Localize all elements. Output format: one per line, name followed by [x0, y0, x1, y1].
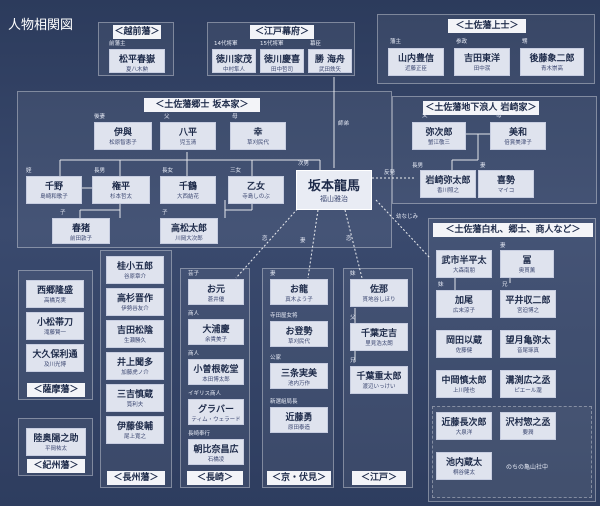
- member-tokugawa-iemochi[interactable]: 徳川家茂 中村隼人: [212, 49, 256, 73]
- member-takechi-hanpeita[interactable]: 武市半平太 大森南朋: [436, 250, 492, 278]
- member-katsura-kogoro[interactable]: 桂小五郎 谷原章介: [106, 256, 164, 284]
- member-sawamura-sonojo[interactable]: 沢村惣之丞 要潤: [500, 412, 556, 440]
- relation-iwasaki: 反発: [384, 170, 396, 176]
- member-kise[interactable]: 喜勢 マイコ: [478, 170, 534, 198]
- member-sana[interactable]: 佐那 貫地谷しほり: [350, 279, 408, 307]
- member-yamauchi-toyoshige[interactable]: 山内豊信 近藤正臣: [388, 48, 444, 76]
- member-ito-shunsuke[interactable]: 伊藤俊輔 尾上寛之: [106, 416, 164, 444]
- member-miyoshi-shinzo[interactable]: 三吉慎蔵 筧利夫: [106, 384, 164, 412]
- group-echizen: ＜越前藩＞ 前藩主 松平春嶽 夏八木勲: [98, 22, 174, 76]
- member-iyo[interactable]: 伊與 松原智恵子: [94, 122, 152, 150]
- member-matsudaira-shungaku[interactable]: 松平春嶽 夏八木勲: [109, 49, 165, 73]
- group-iwasaki-header: ＜土佐藩地下浪人 岩崎家＞: [423, 101, 539, 115]
- member-chino[interactable]: 千野 島崎和歌子: [26, 176, 82, 204]
- member-ike-kurata[interactable]: 池内蔵太 桐谷健太: [436, 452, 492, 480]
- relation-sana: 恋: [346, 236, 352, 242]
- member-miwa[interactable]: 美和 倍賞美津子: [490, 122, 546, 150]
- member-otome[interactable]: 乙女 寺島しのぶ: [228, 176, 284, 204]
- member-hirai-shujiro[interactable]: 平井収二郎 宮迫博之: [500, 290, 556, 318]
- member-takasugi-shinsaku[interactable]: 高杉晋作 伊勢谷友介: [106, 288, 164, 316]
- member-asahina-masahiro[interactable]: 朝比奈昌広 石橋凌: [188, 439, 244, 465]
- relation-kaishu: 師弟: [338, 121, 350, 127]
- member-inoue-monta[interactable]: 井上聞多 加藤虎ノ介: [106, 352, 164, 380]
- member-okubo-toshimichi[interactable]: 大久保利通 及川光博: [26, 344, 84, 372]
- member-oryo[interactable]: お龍 真木よう子: [270, 279, 328, 305]
- group-choshu-header: ＜長州藩＞: [107, 471, 165, 485]
- group-edo-bakufu-header: ＜江戸幕府＞: [250, 25, 314, 39]
- member-saigo-takamori[interactable]: 西郷隆盛 高橋克実: [26, 280, 84, 308]
- member-mizobuchi-hironojo[interactable]: 溝渕広之丞 ピエール瀧: [500, 370, 556, 398]
- member-gonpei[interactable]: 権平 杉本哲太: [92, 176, 150, 204]
- member-otose[interactable]: お登勢 草刈民代: [270, 321, 328, 347]
- kameyama-shachu-note: のちの亀山社中: [506, 464, 549, 471]
- member-takamatsu-taro[interactable]: 高松太郎 川岡大次郎: [160, 218, 218, 244]
- group-satsuma-header: ＜薩摩藩＞: [27, 383, 85, 397]
- member-goto-shojiro[interactable]: 後藤象二郎 青木崇高: [520, 48, 584, 76]
- member-tokugawa-yoshinobu[interactable]: 徳川慶喜 田中哲司: [260, 49, 304, 73]
- member-iwasaki-yataro[interactable]: 岩崎弥太郎 香川照之: [420, 170, 476, 198]
- group-edo-chiba-header: ＜江戸＞: [352, 471, 406, 485]
- relation-omoto: 恋: [262, 236, 268, 242]
- group-nagasaki-header: ＜長崎＞: [187, 471, 243, 485]
- member-ko[interactable]: 幸 草刈民代: [230, 122, 286, 150]
- member-okada-izo[interactable]: 岡田以蔵 佐藤健: [436, 330, 492, 358]
- member-yoshida-toyo[interactable]: 吉田東洋 田中泯: [454, 48, 510, 76]
- member-omoto[interactable]: お元 蒼井優: [188, 279, 244, 305]
- member-haruno[interactable]: 春猪 前田敦子: [52, 218, 110, 244]
- member-nakaoka-shintaro[interactable]: 中岡慎太郎 上川隆也: [436, 370, 492, 398]
- member-yoshida-shoin[interactable]: 吉田松陰 生瀬勝久: [106, 320, 164, 348]
- group-kishu-header: ＜紀州藩＞: [27, 459, 85, 473]
- member-katsu-kaishu[interactable]: 勝 海舟 武田鉄矢: [308, 49, 352, 73]
- member-glover[interactable]: グラバー ティム・ウェラード: [188, 399, 244, 425]
- member-yajiro[interactable]: 弥次郎 蟹江敬三: [412, 122, 466, 150]
- member-oura-kei[interactable]: 大浦慶 余貴美子: [188, 319, 244, 345]
- relation-osananajimi: 幼なじみ: [396, 214, 419, 220]
- member-kosone-kendo[interactable]: 小曽根乾堂 本田博太郎: [188, 359, 244, 385]
- member-chizuru[interactable]: 千鶴 大西結花: [160, 176, 216, 204]
- group-edo-bakufu: ＜江戸幕府＞ 14代将軍 徳川家茂 中村隼人 15代将軍 徳川慶喜 田中哲司 幕…: [207, 22, 355, 76]
- member-chiba-sadakichi[interactable]: 千葉定吉 里見浩太朗: [350, 323, 408, 351]
- group-echizen-header: ＜越前藩＞: [113, 25, 161, 39]
- member-kondo-isami[interactable]: 近藤勇 原田泰造: [270, 407, 328, 433]
- member-komatsu-tatewaki[interactable]: 小松帯刀 滝藤賢一: [26, 312, 84, 340]
- group-tosa-shirafuda-header: ＜土佐藩白札、郷士、商人など＞: [433, 223, 593, 237]
- member-kao[interactable]: 加尾 広末涼子: [436, 290, 492, 318]
- member-chiba-jutaro[interactable]: 千葉重太郎 渡辺いっけい: [350, 366, 408, 394]
- member-tomi[interactable]: 冨 奥貫薫: [500, 250, 554, 278]
- page-title: 人物相関図: [8, 18, 74, 33]
- group-sakamoto-header: ＜土佐藩郷士 坂本家＞: [144, 98, 260, 112]
- hero-sakamoto-ryoma[interactable]: 坂本龍馬 福山雅治: [296, 170, 372, 210]
- member-kondo-chojiro[interactable]: 近藤長次郎 大泉洋: [436, 412, 492, 440]
- relation-ryo: 妻: [300, 238, 306, 244]
- member-hachihei[interactable]: 八平 児玉清: [160, 122, 216, 150]
- member-label: 前藩主: [109, 41, 126, 47]
- group-kyoto-header: ＜京・伏見＞: [267, 471, 331, 485]
- member-mutsu-yonosuke[interactable]: 陸奥陽之助 平岡祐太: [26, 428, 86, 456]
- member-mochizuki-kameyata[interactable]: 望月亀弥太 音尾琢真: [500, 330, 556, 358]
- member-sanjo-sanetomi[interactable]: 三条実美 池内万作: [270, 363, 328, 389]
- group-tosa-upper: ＜土佐藩上士＞ 藩主 山内豊信 近藤正臣 参政 吉田東洋 田中泯 甥 後藤象二郎…: [377, 14, 595, 84]
- group-tosa-upper-header: ＜土佐藩上士＞: [448, 19, 526, 33]
